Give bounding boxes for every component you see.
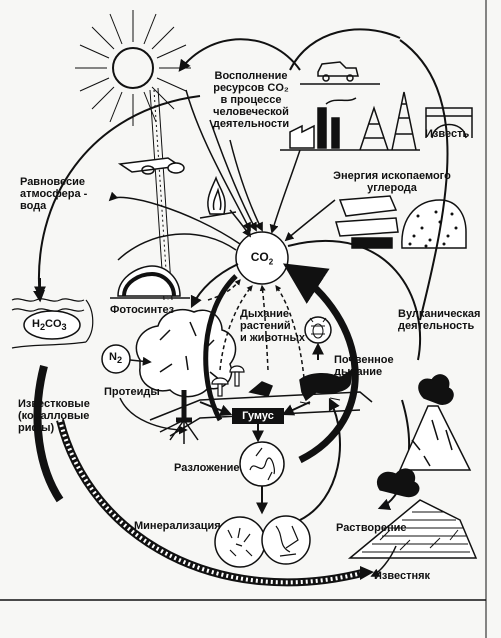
car-icon (300, 61, 380, 85)
sun-icon (75, 10, 191, 126)
co2-to-photo-arrow (190, 263, 239, 309)
coral-mound-icon (110, 265, 190, 299)
beetle-icon (309, 317, 327, 339)
label-fossil: Энергия ископаемого углерода (333, 170, 451, 194)
fossil-strata-icon (335, 195, 467, 249)
label-proteids: Протеиды (104, 386, 160, 398)
label-photosynthesis: Фотосинтез (110, 304, 175, 316)
right-top-arc (289, 28, 401, 71)
sunlight-beam (149, 87, 173, 301)
mineral-node-left (214, 516, 266, 568)
respiration-arrows (207, 279, 305, 379)
h2co3-node (23, 310, 81, 340)
label-lime: Известь (425, 128, 470, 140)
reef-thick-arc (33, 364, 64, 503)
volcano-icon (398, 374, 472, 471)
n2-node-label: N2 (109, 351, 123, 366)
n2-node-circle (101, 344, 131, 374)
mineral-node-right (261, 515, 311, 565)
factory-icon (280, 91, 420, 151)
left-thick-arc (203, 274, 238, 422)
label-replenish: Восполнение ресурсов CO₂ в процессе чело… (212, 70, 290, 130)
tree-icon (135, 308, 237, 444)
proteid-arrow (119, 397, 188, 435)
soil-respiration-arc (282, 263, 359, 464)
worm-icon (249, 447, 275, 481)
beetle-node-circle (304, 316, 332, 344)
limestone-pile-icon (347, 468, 478, 559)
left-big-arc (33, 95, 201, 303)
animal-icon (248, 368, 353, 402)
label-equilibrium: Равновесие атмосфера - вода (20, 176, 88, 212)
label-volcanic: Вулканическая деятельность (398, 308, 481, 332)
dissolution-arrow (370, 545, 397, 577)
top-arc-arrow (178, 38, 301, 72)
label-decomposition: Разложение (174, 462, 240, 474)
volcano-to-co2-arc (399, 39, 449, 321)
mineral-up-arc (299, 397, 341, 521)
label-limestone: Известняк (374, 570, 431, 582)
label-limestone-reefs: Известковые (коралловые рифы) (18, 398, 90, 434)
bottom-textured-arc (56, 419, 368, 587)
co2-node-label: CO2 (250, 250, 274, 267)
bottom-arc-head (360, 566, 374, 580)
bacteria-icon (227, 525, 299, 557)
mushroom-icon (211, 365, 245, 397)
label-mineralization: Минерализация (134, 520, 221, 532)
label-dissolution: Растворение (336, 522, 407, 534)
co2-to-left-arrow (108, 191, 241, 245)
lime-bridge-icon (425, 107, 473, 139)
ocean-icon (11, 298, 94, 349)
right-long-arc (287, 239, 422, 361)
inflow-arrows (185, 89, 336, 242)
left-small-arc (117, 233, 237, 261)
h2co3-node-label: H2CO3 (32, 318, 67, 333)
log-icon (117, 157, 185, 175)
co2-node-circle (235, 231, 289, 285)
humus-arrows (199, 401, 311, 443)
label-soil-respiration: Почвенное дыхание (334, 354, 394, 378)
fire-icon (199, 175, 237, 219)
n2-to-tree-arrow (129, 356, 152, 366)
humus-box: Гумус (232, 408, 284, 424)
label-respiration: Дыхание растений и животных (240, 308, 305, 344)
